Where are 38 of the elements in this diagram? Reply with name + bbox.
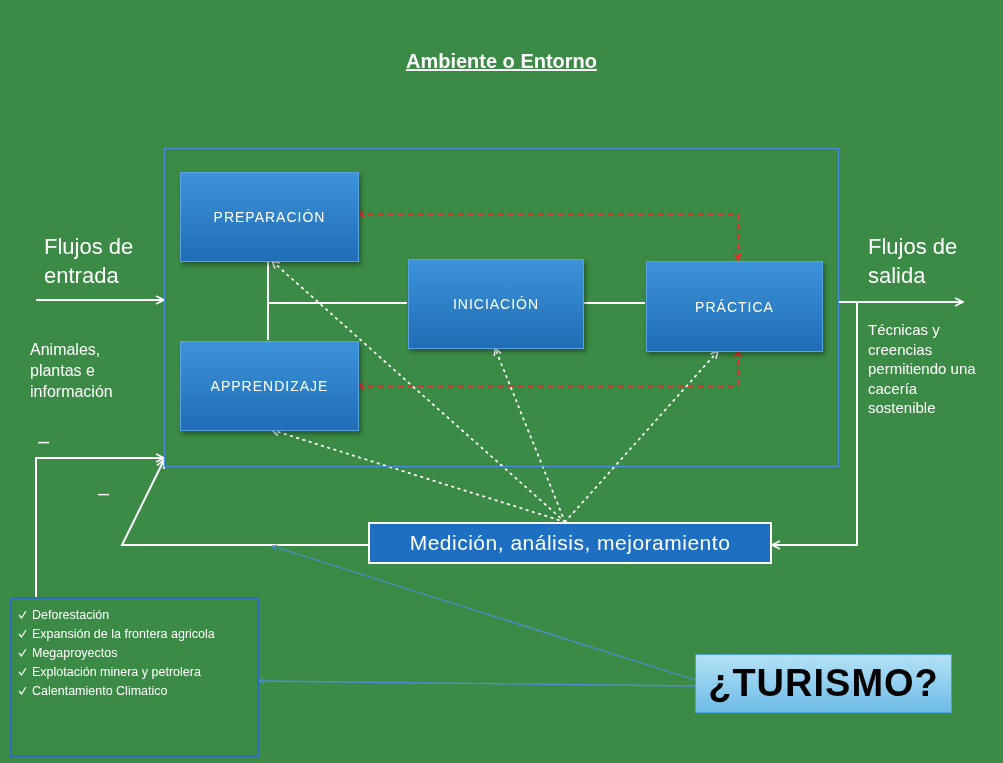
note-text: Técnicas y creencias permitiendo una cacería sostenible <box>868 320 977 418</box>
connector-line <box>582 302 646 304</box>
question-box <box>695 654 952 713</box>
box-label: ¿TURISMO? <box>708 662 939 705</box>
arrow <box>771 301 858 550</box>
process-box <box>646 261 823 352</box>
process-box <box>180 341 359 431</box>
list-item: Expansión de la frontera agricola <box>32 626 215 642</box>
arrow <box>120 459 369 546</box>
process-box <box>408 259 584 349</box>
process-box <box>368 522 772 564</box>
dotted-arrow <box>493 347 566 523</box>
list-box <box>10 597 259 757</box>
minus-sign: – <box>98 481 111 506</box>
system-boundary-box <box>164 148 839 467</box>
box-label: INICIACIÓN <box>452 296 540 312</box>
box-label: PRÁCTICA <box>695 298 774 315</box>
list-item: Deforestación <box>32 607 110 623</box>
arrow <box>35 453 165 598</box>
list-item: Megaproyectos <box>32 645 118 661</box>
box-label: PREPARACIÓN <box>213 209 326 225</box>
dashed-arrow <box>357 350 742 390</box>
list-item: Explotación minera y petrolera <box>32 664 201 680</box>
box-label: Medición, análisis, mejoramiento <box>409 531 731 555</box>
diagram-title: Ambiente o Entorno <box>405 50 598 72</box>
arrow <box>271 544 696 681</box>
flow-label: Flujos de salida <box>868 233 959 290</box>
minus-sign: – <box>38 429 51 454</box>
dotted-arrow <box>564 350 719 523</box>
flow-label: Flujos de entrada <box>44 233 135 290</box>
arrow <box>258 677 696 687</box>
note-text: Animales, plantas e información <box>30 340 114 402</box>
process-box <box>180 172 359 262</box>
list-item: Calentamiento Climatico <box>32 683 168 699</box>
dotted-arrow <box>271 260 566 523</box>
dashed-arrow <box>357 210 742 261</box>
box-label: APPRENDIZAJE <box>210 378 329 394</box>
arrow <box>35 295 165 305</box>
